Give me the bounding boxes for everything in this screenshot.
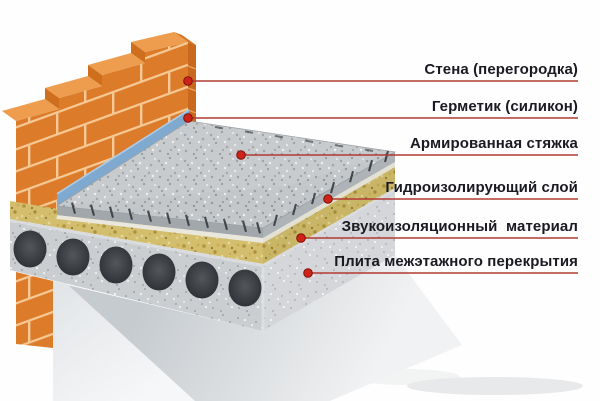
under-slab-shadow [55, 255, 462, 401]
insulation-right-shade [263, 167, 395, 264]
insulation-right [263, 167, 395, 264]
slab-hole [13, 230, 47, 268]
rebar-ticks-front [70, 202, 262, 234]
sealant-strip [57, 109, 189, 206]
callout-dot-2 [236, 150, 246, 160]
slab-hole [56, 238, 90, 276]
slab-lip-front [10, 219, 263, 267]
under-wall-face [53, 281, 195, 401]
sealant-highlight [56, 109, 190, 195]
slab-hole [228, 269, 262, 307]
callout-dot-4 [296, 233, 306, 243]
floor-shadow-far [407, 377, 583, 395]
slab-side-light [263, 191, 395, 331]
wall-front-face [16, 42, 188, 230]
slab-holes [13, 230, 262, 307]
wall-below-slab [16, 272, 53, 348]
callout-dot-5 [303, 268, 313, 278]
callout-dot-0 [183, 76, 193, 86]
callout-dot-3 [323, 194, 333, 204]
leader-layer [183, 76, 578, 278]
slab-hole [185, 261, 219, 299]
wall-end-face-top [174, 32, 196, 45]
slab-hole [142, 253, 176, 291]
waterproofing-front [57, 215, 263, 243]
slab-side-face [263, 191, 395, 331]
screed-top [55, 120, 397, 229]
callout-dot-1 [183, 113, 193, 123]
rebar-ticks-right [272, 150, 390, 227]
rebar-dashes-back-edge [214, 125, 374, 152]
wall-top-steps [2, 32, 188, 121]
slab-hole [99, 246, 133, 284]
screed-edge-front [57, 206, 263, 238]
slab-lip-right [263, 188, 395, 267]
